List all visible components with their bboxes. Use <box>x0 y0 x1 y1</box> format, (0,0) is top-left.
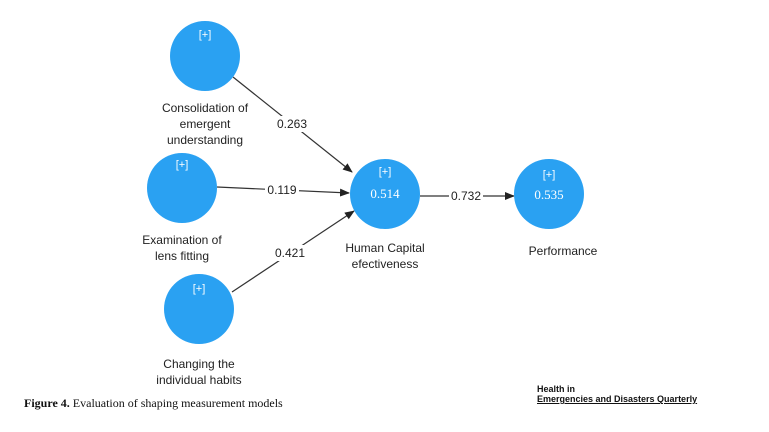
node-examination[interactable]: [+] <box>147 153 217 223</box>
node-consolidation[interactable]: [+] <box>170 21 240 91</box>
expand-marker[interactable]: [+] <box>176 159 189 171</box>
node-label-line: lens fitting <box>154 249 210 263</box>
node-performance[interactable]: [+] 0.535 <box>514 159 584 229</box>
figure-number: Figure 4. <box>24 396 70 410</box>
edge-weight: 0.263 <box>277 117 307 131</box>
r-squared-value: 0.514 <box>370 186 400 201</box>
node-label-performance: Performance <box>498 243 628 259</box>
node-label-consolidation: Consolidation of emergent understanding <box>145 100 265 148</box>
journal-logo: Health in Emergencies and Disasters Quar… <box>537 384 697 404</box>
node-label-line: understanding <box>166 133 244 147</box>
expand-marker[interactable]: [+] <box>379 166 392 178</box>
node-label-line: emergent <box>179 117 231 131</box>
node-label-line: Consolidation of <box>161 101 249 115</box>
edge-weight: 0.732 <box>451 189 481 203</box>
edge-weight: 0.421 <box>275 246 305 260</box>
journal-logo-line2: Emergencies and Disasters Quarterly <box>537 394 698 404</box>
expand-marker[interactable]: [+] <box>199 29 212 41</box>
expand-marker[interactable]: [+] <box>543 169 556 181</box>
node-label-line: Examination of <box>142 233 222 247</box>
node-label-changing: Changing the individual habits <box>139 356 259 388</box>
node-label-hce: Human Capital efectiveness <box>320 240 450 272</box>
node-label-examination: Examination of lens fitting <box>122 232 242 264</box>
figure-caption: Figure 4. Evaluation of shaping measurem… <box>24 396 283 411</box>
node-label-line: Human Capital <box>345 241 425 255</box>
node-label-line: Changing the <box>163 357 235 371</box>
r-squared-value: 0.535 <box>534 187 563 202</box>
node-label-line: individual habits <box>156 373 242 387</box>
node-hce[interactable]: [+] 0.514 <box>350 159 420 229</box>
figure-caption-text: Evaluation of shaping measurement models <box>69 396 283 410</box>
node-changing[interactable]: [+] <box>164 274 234 344</box>
edge-weights: 0.263 0.119 0.421 0.732 <box>265 116 483 261</box>
journal-logo-line1: Health in <box>537 384 576 394</box>
expand-marker[interactable]: [+] <box>193 283 206 295</box>
node-label-line: efectiveness <box>351 257 419 271</box>
edge-weight: 0.119 <box>267 183 296 197</box>
node-label-line: Performance <box>528 244 598 258</box>
